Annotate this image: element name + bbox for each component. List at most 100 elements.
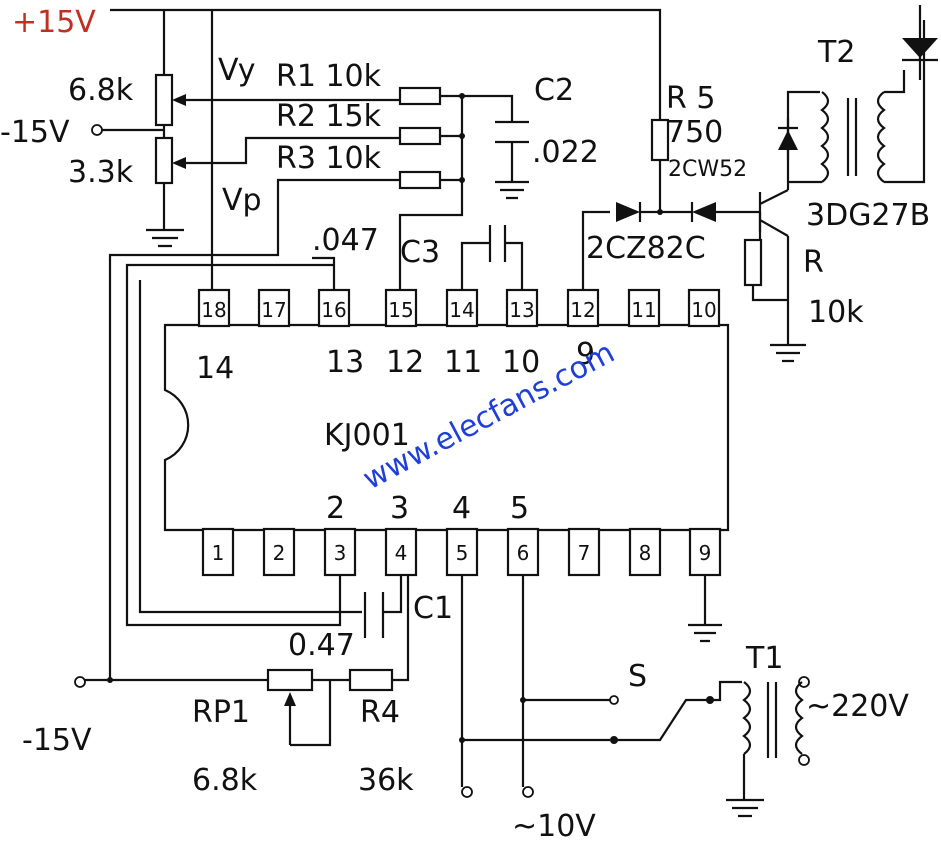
ground-icon	[495, 180, 529, 200]
inner-number: 10	[502, 345, 540, 380]
c1-value: 0.47	[288, 628, 355, 663]
inner-number: 4	[452, 491, 471, 526]
t2-label: T2	[817, 35, 855, 70]
pin-label: 12	[570, 298, 595, 322]
pin-box	[687, 288, 721, 328]
pin-label: 5	[456, 541, 469, 565]
t1-label: T1	[745, 641, 783, 676]
capacitor-c3	[488, 225, 507, 262]
switch-contact	[609, 695, 619, 705]
scr-icon	[902, 38, 938, 58]
capacitor-c2	[495, 120, 529, 144]
r-6k8-label: 6.8k	[68, 73, 134, 108]
top-pins: 18 17 16 15 14 13 12 11 10	[197, 288, 721, 328]
pin-box	[197, 288, 231, 328]
bottom-pins: 1 2 3 4 5 6 7 8 9	[201, 527, 722, 577]
t2-primary	[820, 91, 830, 183]
minus15-label-bottom: -15V	[22, 723, 92, 758]
pin-box	[384, 288, 418, 328]
resistor-r	[743, 238, 763, 287]
r5-label: R 5	[666, 81, 715, 116]
pin-box	[384, 527, 418, 577]
pin-label: 7	[578, 541, 591, 565]
resistor-3k3	[154, 136, 174, 185]
terminal	[74, 676, 86, 688]
r-value: 10k	[808, 295, 864, 330]
t1-secondary	[794, 681, 804, 755]
pin-label: 11	[631, 298, 656, 322]
pin-label: 13	[509, 298, 534, 322]
pin-box	[201, 527, 235, 577]
pin-label: 14	[449, 298, 474, 322]
inner-number: 14	[196, 351, 234, 386]
r2-label: R2 15k	[276, 99, 382, 134]
t1-primary	[742, 681, 752, 755]
clamp-diode	[778, 130, 798, 150]
diode-2cz82c	[616, 202, 640, 222]
pin-label: 9	[699, 541, 712, 565]
resistor-r4	[348, 668, 394, 692]
resistor-r2	[398, 126, 442, 146]
terminal	[461, 786, 473, 798]
minus15-label-top: -15V	[0, 115, 70, 150]
vy-label: Vy	[218, 53, 255, 88]
pin-label: 2	[273, 541, 286, 565]
c1-label: C1	[413, 591, 453, 626]
ground-icon	[726, 798, 764, 818]
pin-box	[262, 527, 296, 577]
r1-label: R1 10k	[276, 59, 382, 94]
inner-number: 9	[576, 337, 595, 372]
ac10-label: ~10V	[512, 809, 596, 844]
terminal	[91, 124, 103, 136]
pin-label: 3	[334, 541, 347, 565]
zener-2cw52	[692, 202, 716, 222]
inner-number: 5	[510, 491, 529, 526]
transistor-label: 3DG27B	[806, 198, 930, 233]
pin-label: 6	[517, 541, 530, 565]
inner-number: 2	[326, 491, 345, 526]
r4-label: R4	[360, 695, 400, 730]
rp1-value: 6.8k	[192, 763, 258, 798]
terminal	[798, 676, 810, 688]
ground-icon	[770, 343, 806, 363]
r4-value: 36k	[358, 763, 414, 798]
pin-label: 15	[388, 298, 413, 322]
pin-label: 18	[201, 298, 226, 322]
pin-box	[505, 288, 539, 328]
transistor-3dg27b	[758, 189, 789, 237]
r3-input	[108, 178, 400, 680]
inner-number: 12	[386, 345, 424, 380]
t2-secondary	[876, 91, 886, 183]
rp1-label: RP1	[192, 695, 250, 730]
pin-label: 8	[639, 541, 652, 565]
resistor-r3	[398, 170, 442, 190]
r-label: R	[803, 245, 824, 280]
vp-label: Vp	[222, 183, 262, 218]
pin-box	[445, 288, 479, 328]
plus15-label: +15V	[12, 5, 96, 40]
c2-label: C2	[534, 73, 574, 108]
pin-label: 16	[321, 298, 346, 322]
wiper-vp	[176, 136, 400, 165]
pin-box	[323, 527, 357, 577]
c3-label: C3	[400, 235, 440, 270]
pin-box	[566, 288, 600, 328]
capacitor-c1	[363, 592, 385, 638]
ground-icon	[688, 623, 722, 643]
r5-value: 750	[666, 115, 723, 150]
r-3k3-label: 3.3k	[68, 155, 134, 190]
terminal	[798, 754, 810, 766]
r3-label: R3 10k	[276, 141, 382, 176]
resistor-6k8	[154, 73, 174, 127]
pin-label: 1	[212, 541, 225, 565]
pin-box	[567, 527, 601, 577]
pin-box	[445, 527, 479, 577]
resistor-r1	[398, 86, 442, 106]
pin-label: 10	[691, 298, 716, 322]
ic-body	[163, 323, 730, 532]
zener-label: 2CW52	[668, 157, 747, 182]
switch-label: S	[628, 659, 647, 694]
c2-value: .022	[532, 135, 599, 170]
pin-box	[628, 527, 662, 577]
